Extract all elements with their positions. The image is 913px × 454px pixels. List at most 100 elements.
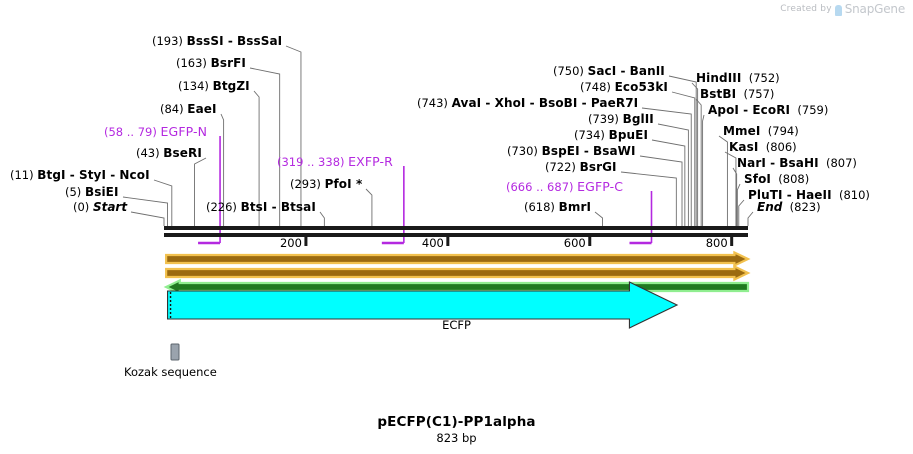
site-position: (730) [507, 144, 538, 158]
watermark-brand: SnapGene [844, 2, 905, 16]
enzyme-name: BsrGI [579, 160, 617, 174]
site-label-pfoi: (293) PfoI * [290, 178, 362, 191]
name-separator: - [525, 96, 539, 110]
site-position: (134) [178, 79, 209, 93]
site-enzyme-names: BstBI [700, 87, 736, 101]
name-separator: - [765, 156, 780, 170]
site-enzyme-names: BseRI [163, 146, 202, 160]
kozak-sequence-swatch [170, 343, 180, 361]
site-leader-line [747, 211, 754, 226]
site-label-kasi: KasI (806) [729, 141, 797, 154]
site-leader-line [620, 171, 677, 226]
site-enzyme-names: EaeI [187, 102, 216, 116]
site-leader-line [130, 211, 165, 226]
enzyme-name: HindIII [696, 71, 742, 85]
enzyme-name: BtgI [37, 168, 66, 182]
site-label-pluti: PluTI - HaeII (810) [748, 189, 870, 202]
site-enzyme-names: Start [93, 200, 127, 214]
site-enzyme-names: BsrFI [211, 56, 246, 70]
site-enzyme-names: MmeI [723, 124, 760, 138]
site-leader-line [639, 155, 683, 226]
enzyme-name: EXFP-R [348, 154, 393, 169]
site-label-exfp-r: (319 .. 338) EXFP-R [277, 155, 393, 169]
site-label-btgzi: (134) BtgZI [178, 80, 250, 93]
page-title: pECFP(C1)-PP1alpha [377, 414, 536, 430]
enzyme-name: PluTI [748, 188, 783, 202]
axis-bar-bottom [164, 233, 748, 237]
kozak-legend-label: Kozak sequence [124, 365, 217, 379]
enzyme-name: ApoI [708, 103, 739, 117]
enzyme-name: XhoI [494, 96, 526, 110]
site-label-bstbi: BstBI (757) [700, 88, 774, 101]
site-enzyme-names: PluTI - HaeII [748, 188, 832, 202]
enzyme-name: BsaHI [779, 156, 819, 170]
name-separator: - [579, 144, 593, 158]
site-leader-line [657, 123, 689, 226]
site-label-mmei: MmeI (794) [723, 125, 799, 138]
site-enzyme-names: BsiEI [85, 185, 119, 199]
site-enzyme-names: SfoI [744, 172, 771, 186]
enzyme-name: EaeI [187, 102, 217, 116]
site-enzyme-names: BtgI - StyI - NcoI [37, 168, 149, 182]
site-label-sfoi: SfoI (808) [744, 173, 809, 186]
site-enzyme-names: BtsI - BtsaI [241, 200, 316, 214]
site-enzyme-names: NarI - BsaHI [737, 156, 819, 170]
name-separator: - [65, 168, 79, 182]
site-position: (722) [545, 160, 576, 174]
site-enzyme-names: EXFP-R [348, 155, 393, 169]
page-subtitle: 823 bp [436, 431, 477, 445]
enzyme-name: SfoI [744, 172, 771, 186]
site-label-end: End (823) [757, 201, 821, 214]
site-label-eco53ki: (748) Eco53kI [580, 81, 668, 94]
axis-tick [588, 237, 592, 246]
legend-group [170, 343, 180, 361]
axis-tick-label: 400 [421, 236, 444, 250]
site-leader-line [594, 211, 603, 226]
enzyme-name: BsaWI [592, 144, 636, 158]
site-label-apoi: ApoI - EcoRI (759) [708, 104, 828, 117]
site-position: (193) [152, 34, 183, 48]
site-position: (810) [838, 188, 870, 202]
site-position: (743) [417, 96, 448, 110]
site-position: (739) [588, 112, 619, 126]
enzyme-name: BtsI [240, 200, 268, 214]
site-label-saci: (750) SacI - BanII [553, 65, 665, 78]
site-label-bseri: (43) BseRI [136, 147, 202, 160]
axis-tick-label: 200 [279, 236, 302, 250]
leader-lines-group [122, 45, 754, 245]
site-enzyme-names: SacI - BanII [588, 64, 665, 78]
name-separator: - [616, 64, 630, 78]
site-label-bglii: (739) BglII [588, 113, 654, 126]
site-leader-line [724, 151, 737, 226]
enzyme-name: BssSI [186, 34, 224, 48]
site-leader-line [732, 167, 738, 226]
site-leader-line [249, 67, 281, 226]
site-enzyme-names: EGFP-C [577, 180, 623, 194]
axis-tick-label: 600 [563, 236, 586, 250]
snapgene-watermark: Created by SnapGene [780, 2, 905, 16]
site-enzyme-names: BglII [623, 112, 654, 126]
site-leader-line [153, 179, 173, 226]
enzyme-name: Start [92, 200, 128, 214]
site-leader-line [253, 90, 260, 226]
site-leader-line [738, 199, 745, 226]
site-label-start: (0) Start [73, 201, 127, 214]
enzyme-name: BmrI [558, 200, 592, 214]
enzyme-name: NcoI [119, 168, 150, 182]
site-position: (750) [553, 64, 584, 78]
site-position: (319 .. 338) [277, 155, 345, 169]
name-separator: - [739, 103, 753, 117]
site-position: (11) [10, 168, 34, 182]
site-label-bsrgi: (722) BsrGI [545, 161, 617, 174]
axis-tick [446, 237, 450, 246]
name-separator: - [481, 96, 495, 110]
site-position: (5) [65, 185, 82, 199]
enzyme-name: BsrFI [210, 56, 246, 70]
site-enzyme-names: Eco53kI [615, 80, 668, 94]
site-position: (163) [176, 56, 207, 70]
name-separator: - [267, 200, 281, 214]
site-label-btgi: (11) BtgI - StyI - NcoI [10, 169, 150, 182]
site-enzyme-names: PfoI * [325, 177, 363, 191]
site-position: (226) [206, 200, 237, 214]
